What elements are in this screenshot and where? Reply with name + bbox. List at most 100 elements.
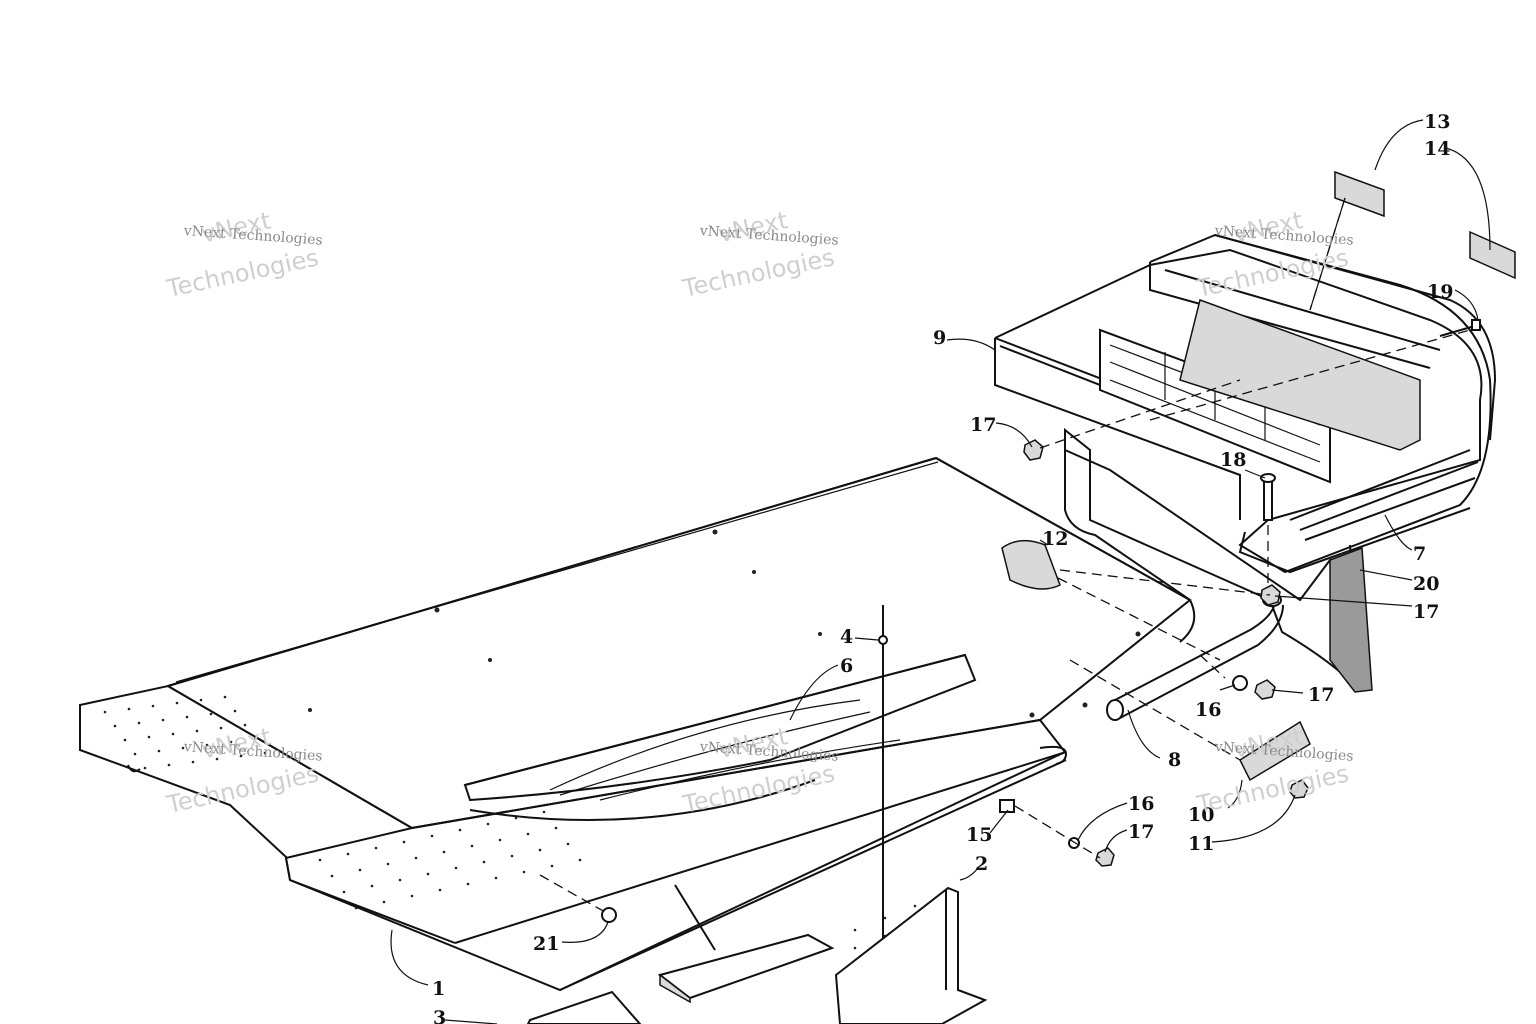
- perforation-dot: [239, 754, 243, 758]
- callout-6: 6: [840, 655, 853, 677]
- perforation-dot: [243, 723, 247, 727]
- perforation-dot: [330, 874, 334, 878]
- callout-13: 13: [1424, 111, 1450, 133]
- perforation-dot: [123, 738, 127, 742]
- watermark-word-large: Technologies: [679, 243, 837, 303]
- perforation-dot: [199, 698, 203, 702]
- perforation-dot: [382, 900, 386, 904]
- perforation-dot: [346, 852, 350, 856]
- perforation-dot: [342, 890, 346, 894]
- watermark-top-left: vNext Technologies: [163, 207, 321, 304]
- perforation-dot: [181, 746, 185, 750]
- callout-16b: 16: [1128, 793, 1154, 815]
- perforation-dot: [374, 846, 378, 850]
- perforation-dot: [195, 729, 199, 733]
- perforation-dot: [526, 832, 530, 836]
- perforation-dot: [550, 864, 554, 868]
- callout-15: 15: [966, 824, 992, 846]
- perforation-dot: [370, 884, 374, 888]
- callout-12: 12: [1042, 528, 1068, 550]
- watermark-word-large: Technologies: [163, 243, 321, 303]
- perforation-dot: [191, 760, 195, 764]
- callout-21: 21: [533, 933, 559, 955]
- perforation-dot: [498, 838, 502, 842]
- perforation-dot: [470, 844, 474, 848]
- leader-lines: [390, 119, 1491, 1024]
- perforation-dot: [167, 763, 171, 767]
- callout-17a: 17: [970, 414, 996, 436]
- perforation-dot: [883, 916, 887, 920]
- perforation-dot: [542, 810, 546, 814]
- perforation-dot: [127, 707, 131, 711]
- callout-10: 10: [1188, 804, 1214, 826]
- perforation-dot: [103, 710, 107, 714]
- perforation-dot: [430, 834, 434, 838]
- watermark-word-large: Technologies: [1194, 759, 1352, 819]
- callout-8: 8: [1168, 749, 1181, 771]
- perforation-dot: [402, 840, 406, 844]
- assembly-lines: [539, 197, 1471, 913]
- perforation-dot: [853, 928, 857, 932]
- perforation-dot: [185, 715, 189, 719]
- perforation-dot: [494, 876, 498, 880]
- lower-tab-left: [526, 990, 642, 1024]
- callout-14: 14: [1424, 138, 1450, 160]
- perforation-dot: [175, 701, 179, 705]
- lower-bracket: [834, 886, 988, 1024]
- callout-20: 20: [1413, 573, 1439, 595]
- perforation-dot: [454, 866, 458, 870]
- callout-7: 7: [1413, 543, 1426, 565]
- callout-17d: 17: [1128, 821, 1154, 843]
- perforation-dot: [253, 737, 257, 741]
- perforation-dot: [578, 858, 582, 862]
- perforation-dot: [414, 856, 418, 860]
- callout-17c: 17: [1308, 684, 1334, 706]
- callout-16a: 16: [1195, 699, 1221, 721]
- perforation-dot: [442, 850, 446, 854]
- perforation-dot: [133, 752, 137, 756]
- perforation-dot: [538, 848, 542, 852]
- perforation-dot: [486, 822, 490, 826]
- callout-11: 11: [1188, 833, 1214, 855]
- callout-labels: 1 2 3 4 6 7 8 9 10 11 12 13 14 15 16 16 …: [432, 111, 1453, 1024]
- watermark-caption: vNext Technologies: [698, 223, 839, 249]
- perforation-dot: [223, 695, 227, 699]
- perforation-dot: [209, 712, 213, 716]
- perforation-dot: [219, 726, 223, 730]
- perforation-dot: [229, 740, 233, 744]
- spacer-block: [657, 884, 835, 1004]
- callout-19: 19: [1427, 281, 1453, 303]
- perforation-dot: [147, 735, 151, 739]
- perforation-dot: [233, 709, 237, 713]
- perforation-dot: [410, 894, 414, 898]
- perforation-dot: [113, 724, 117, 728]
- callout-2: 2: [975, 853, 988, 875]
- hardware-fasteners: [601, 319, 1481, 1024]
- perforation-dot: [426, 872, 430, 876]
- callout-9: 9: [933, 327, 946, 349]
- perforation-dot: [398, 878, 402, 882]
- perforation-dot: [354, 906, 358, 910]
- perforation-dot: [161, 718, 165, 722]
- perforation-dot: [466, 882, 470, 886]
- perforation-dot: [514, 816, 518, 820]
- perforation-dot: [318, 858, 322, 862]
- watermark-top-center: vNext Technologies: [679, 206, 837, 303]
- perforation-dot: [482, 860, 486, 864]
- rear-bumper-assembly: [994, 233, 1497, 692]
- callout-3: 3: [433, 1007, 446, 1024]
- perforation-dot: [215, 757, 219, 761]
- perforation-dot: [386, 862, 390, 866]
- perforation-dot: [205, 743, 209, 747]
- perforation-dot: [438, 888, 442, 892]
- perforation-dot: [358, 868, 362, 872]
- perforation-dot: [263, 751, 267, 755]
- reflector-decals: [1334, 170, 1516, 280]
- perforation-dot: [157, 749, 161, 753]
- perforation-dot: [458, 828, 462, 832]
- perforation-dot: [913, 904, 917, 908]
- perforation-dot: [143, 766, 147, 770]
- flap-bracket: [1329, 546, 1373, 693]
- perforation-dot: [566, 842, 570, 846]
